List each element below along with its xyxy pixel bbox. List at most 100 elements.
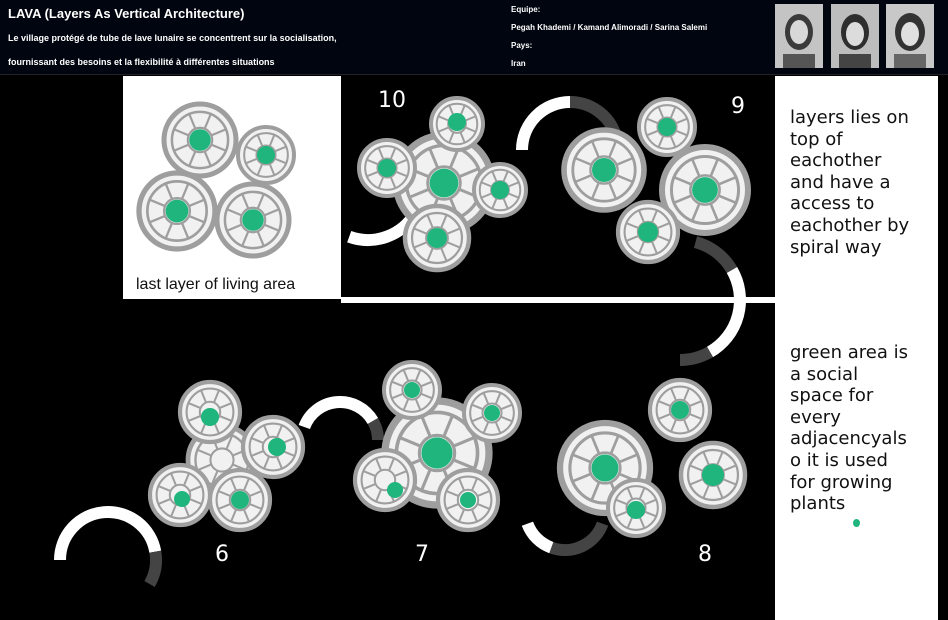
module-6-right-spoke (250, 449, 264, 457)
module-top-d-ring (223, 190, 283, 250)
module-6-left-spoke (170, 472, 178, 486)
module-7-bottom-spoke (470, 477, 478, 491)
layer-number-10: 10 (378, 88, 406, 113)
module-top-d-spoke (256, 230, 265, 247)
module-9-d-green (638, 222, 658, 242)
module-7-center-spoke (420, 414, 432, 438)
module-6-top-spoke (187, 414, 201, 422)
module-9-a-green (592, 158, 616, 182)
module-7-left-spoke (362, 482, 376, 490)
module-8-bottom-green (627, 501, 645, 519)
module-10-right-spoke (491, 170, 498, 183)
spiral-arc-mid-c (679, 346, 713, 366)
module-7-left-spoke (362, 470, 376, 478)
module-top-b-spoke (245, 157, 258, 165)
module-8-top-core-ring (668, 398, 692, 422)
module-9-d-spoke (638, 209, 646, 223)
module-7-right-core-ring (481, 402, 503, 424)
module-10-bottom-spoke (413, 227, 428, 235)
module-10-right-spoke (491, 197, 498, 210)
module-top-d-spoke (226, 208, 243, 217)
module-8-top-spoke (689, 400, 703, 408)
spiral-arc-67a (298, 396, 379, 430)
module-8-right-spoke (722, 464, 737, 472)
module-8-top-spoke (682, 387, 690, 401)
module-8-bottom-spoke (626, 516, 634, 529)
module-10-right-spoke (502, 170, 509, 183)
module-6-bottom-spoke (217, 502, 231, 510)
module-top-b-spoke (274, 157, 287, 165)
module-7-bottom-spoke (445, 502, 459, 510)
module-9-c-spoke (709, 203, 720, 222)
module-7-right-green (484, 405, 500, 421)
module-top-b-spoke (256, 134, 264, 147)
module-8-main-spoke (572, 453, 592, 464)
module-9-c-spoke (718, 175, 737, 186)
module-8-main-spoke (590, 435, 601, 455)
module-6-bottom-spoke (242, 477, 250, 491)
spiral-arc-mid-b (706, 267, 746, 358)
module-10-bottom-spoke (446, 227, 461, 235)
module-7-top-spoke (391, 380, 404, 388)
module-6-right-spoke (275, 456, 283, 470)
module-9-d-spoke (650, 241, 658, 255)
module-9-b-spoke (675, 129, 688, 137)
module-7-center-spoke (398, 436, 422, 448)
module-10-bottom-ring (410, 211, 464, 265)
module-10-right-spoke (480, 192, 493, 199)
module-9-b-spoke (669, 135, 677, 148)
layer-number-9: 9 (731, 94, 745, 119)
module-8-bottom-spoke (644, 510, 657, 518)
module-8-right-green (702, 464, 724, 486)
module-7-left-spoke (375, 489, 383, 503)
module-6-right-ring (248, 422, 298, 472)
module-8-right-spoke (702, 451, 710, 466)
module-top-d-spoke (226, 223, 243, 232)
module-8-top-spoke (657, 412, 671, 420)
module-10-bottom-spoke (413, 241, 428, 249)
module-6-left-spoke (157, 497, 171, 505)
module-9-d-spoke (625, 222, 639, 230)
header-bar: LAVA (Layers As Vertical Architecture) L… (0, 0, 948, 75)
module-9-c-spoke (718, 194, 737, 205)
layer-number-6: 6 (215, 542, 229, 567)
module-8-main-spoke (590, 481, 601, 501)
spiral-arc-9a (516, 96, 571, 151)
module-7-top-green (404, 382, 420, 398)
module-8-right-spoke (689, 464, 704, 472)
module-9-d-spoke (657, 234, 671, 242)
module-6-left-spoke (157, 485, 171, 493)
module-top-c-spoke (188, 214, 205, 224)
module-9-b-core-ring (656, 116, 678, 138)
module-6-center-spoke (197, 463, 212, 472)
module-10-center-core-ring (426, 165, 462, 201)
module-7-top-core-ring (401, 379, 423, 401)
module-6-right-spoke (263, 424, 271, 438)
module-top-c-spoke (188, 198, 205, 208)
module-10-top-ring (435, 102, 479, 146)
spiral-arc-78a (549, 521, 609, 556)
country-value: Iran (511, 59, 526, 68)
module-top-d-spoke (241, 193, 250, 210)
module-9-c-spoke (673, 175, 692, 186)
module-7-center-green (421, 437, 453, 469)
module-6-left-spoke (189, 485, 203, 493)
module-9-b-spoke (657, 135, 665, 148)
module-7-left-spoke (375, 457, 383, 471)
module-8-top-spoke (682, 419, 690, 433)
module-7-top-spoke (391, 392, 404, 400)
module-top-a-spoke (210, 143, 227, 152)
module-6-bottom-spoke (217, 490, 231, 498)
module-7-bottom-core-ring (456, 488, 480, 512)
spiral-arc-67b (367, 418, 384, 441)
module-9-b-spoke (657, 106, 665, 119)
module-top-d-spoke (241, 230, 250, 247)
module-8-right-spoke (702, 484, 710, 499)
module-6-center-core-ring (209, 447, 235, 473)
module-top-b-spoke (245, 145, 258, 153)
module-9-a-spoke (574, 174, 592, 184)
module-10-top-spoke (437, 126, 450, 133)
module-7-right-spoke (500, 403, 513, 411)
module-10-top-green (448, 113, 466, 131)
